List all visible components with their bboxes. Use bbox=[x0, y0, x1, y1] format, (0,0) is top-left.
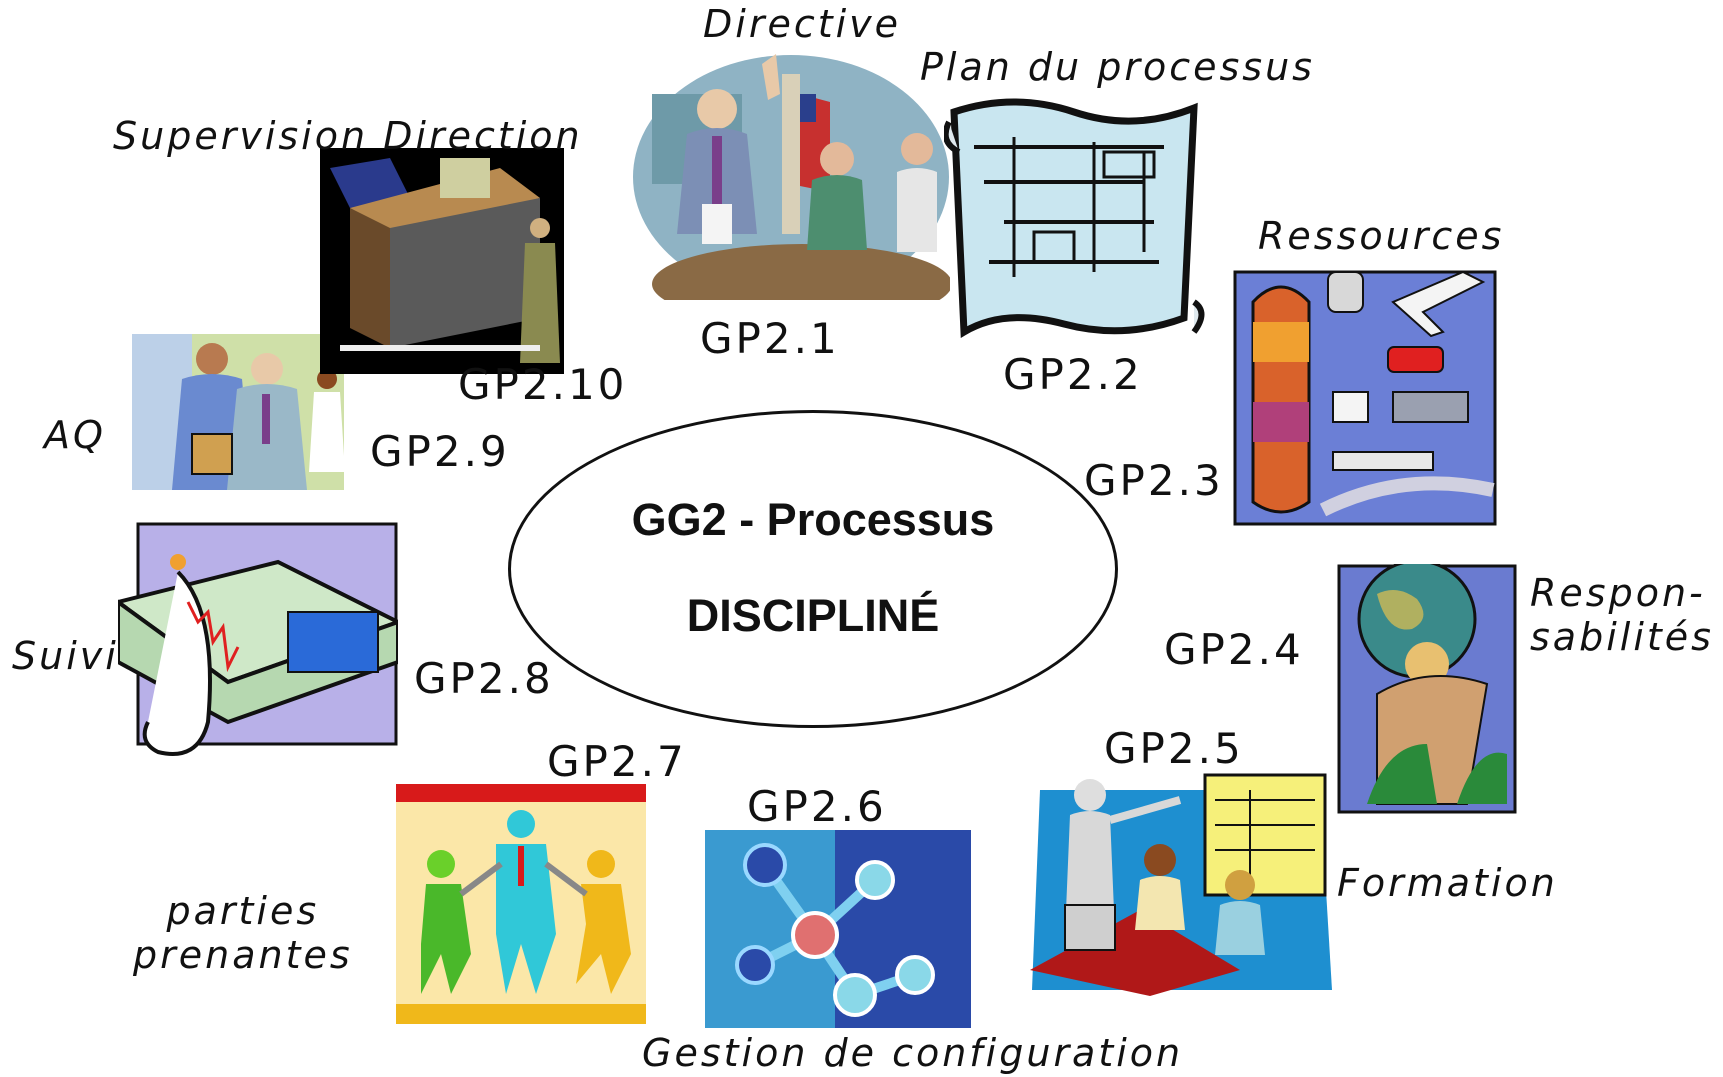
man-carrying-globe-icon bbox=[1337, 564, 1517, 814]
id-gp2-9: GP2.9 bbox=[370, 427, 510, 476]
chart-recorder-icon bbox=[118, 522, 398, 764]
manager-desk-icon bbox=[320, 148, 564, 374]
molecule-network-icon bbox=[705, 830, 971, 1028]
label-gp2-10: Supervision Direction bbox=[113, 114, 583, 158]
id-gp2-5: GP2.5 bbox=[1104, 724, 1244, 773]
id-gp2-2: GP2.2 bbox=[1003, 350, 1143, 399]
id-gp2-8: GP2.8 bbox=[414, 654, 554, 703]
label-gp2-9: AQ bbox=[44, 413, 106, 457]
center-title-line2: DISCIPLINÉ bbox=[686, 590, 940, 641]
id-gp2-3: GP2.3 bbox=[1084, 456, 1224, 505]
label-gp2-3: Ressources bbox=[1258, 214, 1505, 258]
label-gp2-8: Suivi bbox=[12, 634, 119, 678]
dancing-people-icon bbox=[396, 784, 646, 1024]
id-gp2-6: GP2.6 bbox=[747, 782, 887, 831]
center-title-line1: GG2 - Processus bbox=[631, 494, 995, 545]
label-gp2-2: Plan du processus bbox=[920, 45, 1315, 89]
id-gp2-10: GP2.10 bbox=[458, 360, 628, 409]
id-gp2-7: GP2.7 bbox=[547, 737, 687, 786]
label-gp2-6: Gestion de configuration bbox=[642, 1031, 1184, 1075]
computer-training-icon bbox=[1030, 770, 1334, 996]
label-gp2-7: parties prenantes bbox=[133, 889, 353, 977]
center-ellipse bbox=[508, 410, 1118, 728]
label-gp2-1: Directive bbox=[703, 2, 902, 46]
label-gp2-4: Respon- sabilités bbox=[1530, 571, 1714, 659]
label-gp2-5: Formation bbox=[1337, 861, 1558, 905]
meeting-presentation-icon bbox=[632, 54, 950, 300]
blueprint-scroll-icon bbox=[944, 92, 1206, 338]
id-gp2-4: GP2.4 bbox=[1164, 625, 1304, 674]
id-gp2-1: GP2.1 bbox=[700, 314, 840, 363]
inspectors-clipboard-icon bbox=[132, 334, 344, 490]
industrial-resources-icon bbox=[1233, 262, 1497, 530]
